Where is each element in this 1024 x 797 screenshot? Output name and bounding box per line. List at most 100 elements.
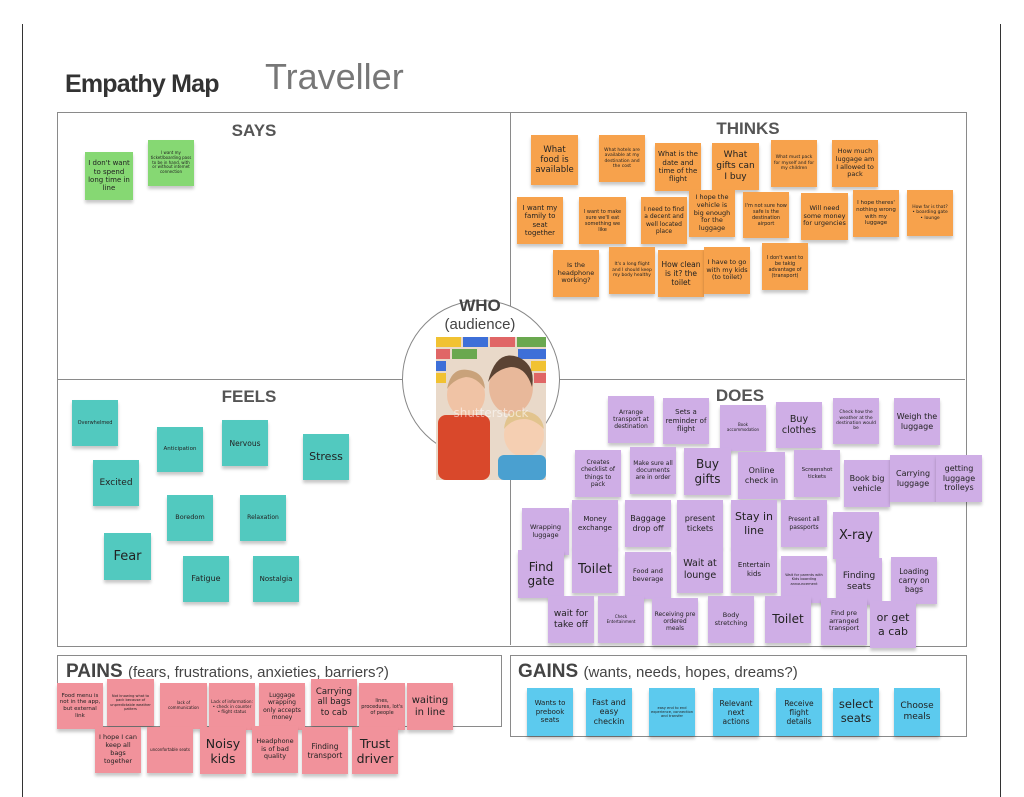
pains-subtitle: (fears, frustrations, anxieties, barrier… [127, 664, 389, 681]
pains-sticky-note[interactable]: Carrying all bags to cab [311, 679, 357, 726]
feels-sticky-note[interactable]: Nostalgia [253, 556, 299, 602]
thinks-sticky-note[interactable]: I need to find a decent and well located… [641, 197, 687, 244]
pains-sticky-note[interactable]: Lack of information: • check in counter … [209, 683, 255, 730]
does-sticky-note[interactable]: Body stretching [708, 596, 754, 643]
pains-sticky-note[interactable]: Food menu is not in the app, but externa… [57, 683, 103, 729]
does-sticky-note[interactable]: Toilet [572, 546, 618, 593]
does-sticky-note[interactable]: Check how the weather at the destination… [833, 398, 879, 444]
feels-sticky-note[interactable]: Stress [303, 434, 349, 480]
gains-title: GAINS [518, 661, 579, 682]
does-sticky-note[interactable]: Check Entertainment [598, 596, 644, 643]
feels-sticky-note[interactable]: Excited [93, 460, 139, 506]
gains-sticky-note[interactable]: easy end to end experience, connection a… [649, 688, 695, 736]
does-sticky-note[interactable]: Make sure all documents are in order [630, 447, 676, 494]
gains-sticky-note[interactable]: select seats [833, 688, 879, 736]
who-title: WHO [459, 296, 501, 315]
thinks-sticky-note[interactable]: How far is that? • boarding gate • loung… [907, 190, 953, 236]
does-sticky-note[interactable]: present tickets [677, 500, 723, 547]
does-sticky-note[interactable]: Screenshot tickets [794, 450, 840, 497]
pains-sticky-note[interactable]: Noisy kids [200, 727, 246, 774]
gains-heading: GAINS (wants, needs, hopes, dreams?) [518, 661, 798, 683]
does-sticky-note[interactable]: Arrange transport at destination [608, 396, 654, 443]
pains-sticky-note[interactable]: unconfortable seats [147, 727, 193, 773]
does-sticky-note[interactable]: wait for take off [548, 596, 594, 643]
thinks-sticky-note[interactable]: I don't want to be takig advantage of (t… [762, 243, 808, 290]
thinks-sticky-note[interactable]: How much luggage am I allowed to pack [832, 140, 878, 187]
thinks-sticky-note[interactable]: I hope theres' nothing wrong with my lug… [853, 190, 899, 237]
does-sticky-note[interactable]: Receiving pre ordered meals [652, 598, 698, 645]
gains-frame [510, 655, 967, 737]
feels-sticky-note[interactable]: Nervous [222, 420, 268, 466]
does-sticky-note[interactable]: Book big vehicle [844, 460, 890, 507]
feels-sticky-note[interactable]: Relaxation [240, 495, 286, 541]
gains-sticky-note[interactable]: Choose meals [894, 688, 940, 736]
thinks-sticky-note[interactable]: What is the date and time of the flight [655, 143, 701, 191]
pains-sticky-note[interactable]: Trust driver [352, 727, 398, 774]
does-sticky-note[interactable]: getting luggage trolleys [936, 455, 982, 502]
pains-sticky-note[interactable]: waiting in line [407, 683, 453, 730]
pains-sticky-note[interactable]: I hope I can keep all bags together [95, 727, 141, 773]
thinks-sticky-note[interactable]: I want to make sure we'll eat something … [579, 197, 626, 244]
pains-sticky-note[interactable]: Luggage wrapping only accepts money [259, 683, 305, 730]
does-sticky-note[interactable]: Loading carry on bags [891, 557, 937, 604]
says-heading: SAYS [231, 121, 277, 140]
does-sticky-note[interactable]: Present all passports [781, 500, 827, 547]
gains-sticky-note[interactable]: Relevant next actions [713, 688, 759, 736]
does-sticky-note[interactable]: or get a cab [870, 601, 916, 648]
feels-sticky-note[interactable]: Fatigue [183, 556, 229, 602]
gains-subtitle: (wants, needs, hopes, dreams?) [583, 664, 798, 681]
thinks-sticky-note[interactable]: Will need some money for urgencies [801, 193, 848, 240]
thinks-sticky-note[interactable]: What must pack for myself and for my chi… [771, 140, 817, 187]
feels-sticky-note[interactable]: Fear [104, 533, 151, 580]
gains-sticky-note[interactable]: Fast and easy checkin [586, 688, 632, 736]
thinks-sticky-note[interactable]: I'm not sure how safe is the destination… [743, 192, 789, 238]
thinks-sticky-note[interactable]: I hope the vehicle is big enough for the… [689, 190, 735, 237]
thinks-sticky-note[interactable]: I want my family to seat together [517, 197, 563, 244]
page-subtitle: Traveller [265, 56, 404, 97]
does-sticky-note[interactable]: Entertain kids [731, 546, 777, 593]
feels-sticky-note[interactable]: Boredom [167, 495, 213, 541]
thinks-sticky-note[interactable]: What hotels are available at my destinat… [599, 135, 645, 182]
does-sticky-note[interactable]: Buy gifts [684, 448, 731, 495]
does-sticky-note[interactable]: Find gate [518, 550, 564, 598]
does-sticky-note[interactable]: Buy clothes [776, 402, 822, 448]
does-sticky-note[interactable]: Find pre arranged transport [821, 598, 867, 645]
pains-sticky-note[interactable]: Not knowing what to pack because of unpr… [107, 679, 154, 726]
feels-sticky-note[interactable]: Overwhelmed [72, 400, 118, 446]
pains-sticky-note[interactable]: Finding transport [302, 727, 348, 774]
does-sticky-note[interactable]: Creates checklist of things to pack [575, 450, 621, 497]
does-sticky-note[interactable]: Toilet [765, 596, 811, 643]
who-subtitle: (audience) [444, 316, 516, 333]
watermark: shutterstock [453, 406, 528, 420]
thinks-heading: THINKS [716, 119, 780, 138]
thinks-sticky-note[interactable]: It's a long flight and I should keep my … [609, 247, 655, 294]
pains-sticky-note[interactable]: Headphone is of bad quality [252, 726, 298, 773]
thinks-sticky-note[interactable]: Is the headphone working? [553, 250, 599, 297]
does-sticky-note[interactable]: Wait at lounge [677, 546, 723, 593]
does-sticky-note[interactable]: Wait for parents with Kids boarding anno… [781, 556, 827, 603]
does-sticky-note[interactable]: Finding seats [836, 558, 882, 605]
gains-sticky-note[interactable]: Receive flight details [776, 688, 822, 736]
does-sticky-note[interactable]: Money exchange [572, 500, 618, 547]
thinks-sticky-note[interactable]: What gifts can I buy [712, 143, 759, 190]
does-sticky-note[interactable]: Carrying luggage [890, 455, 936, 502]
does-sticky-note[interactable]: Baggage drop off [625, 500, 671, 547]
feels-sticky-note[interactable]: Anticipation [157, 427, 203, 472]
says-sticky-note[interactable]: I want my ticket/boarding pass to be in … [148, 140, 194, 186]
pains-sticky-note[interactable]: lines, procedures, lot's of people [359, 683, 405, 730]
page-edge-left [22, 24, 23, 797]
does-sticky-note[interactable]: Online check in [738, 452, 785, 499]
does-sticky-note[interactable]: Wrapping luggage [522, 508, 569, 555]
thinks-sticky-note[interactable]: What food is available [531, 135, 578, 185]
does-sticky-note[interactable]: Stay in line [731, 500, 777, 547]
thinks-sticky-note[interactable]: I have to go with my kids (to toilet) [704, 247, 750, 294]
does-sticky-note[interactable]: Food and beverage [625, 552, 671, 599]
pains-sticky-note[interactable]: lack of communication [160, 683, 207, 729]
does-sticky-note[interactable]: Book accommodation [720, 405, 766, 451]
thinks-sticky-note[interactable]: How clean is it? the toilet [658, 250, 704, 297]
does-sticky-note[interactable]: Sets a reminder of flight [663, 398, 709, 444]
says-sticky-note[interactable]: I don't want to spend long time in line [85, 152, 133, 200]
gains-sticky-note[interactable]: Wants to prebook seats [527, 688, 573, 736]
does-sticky-note[interactable]: X-ray [833, 512, 879, 559]
does-sticky-note[interactable]: Weigh the luggage [894, 398, 940, 445]
